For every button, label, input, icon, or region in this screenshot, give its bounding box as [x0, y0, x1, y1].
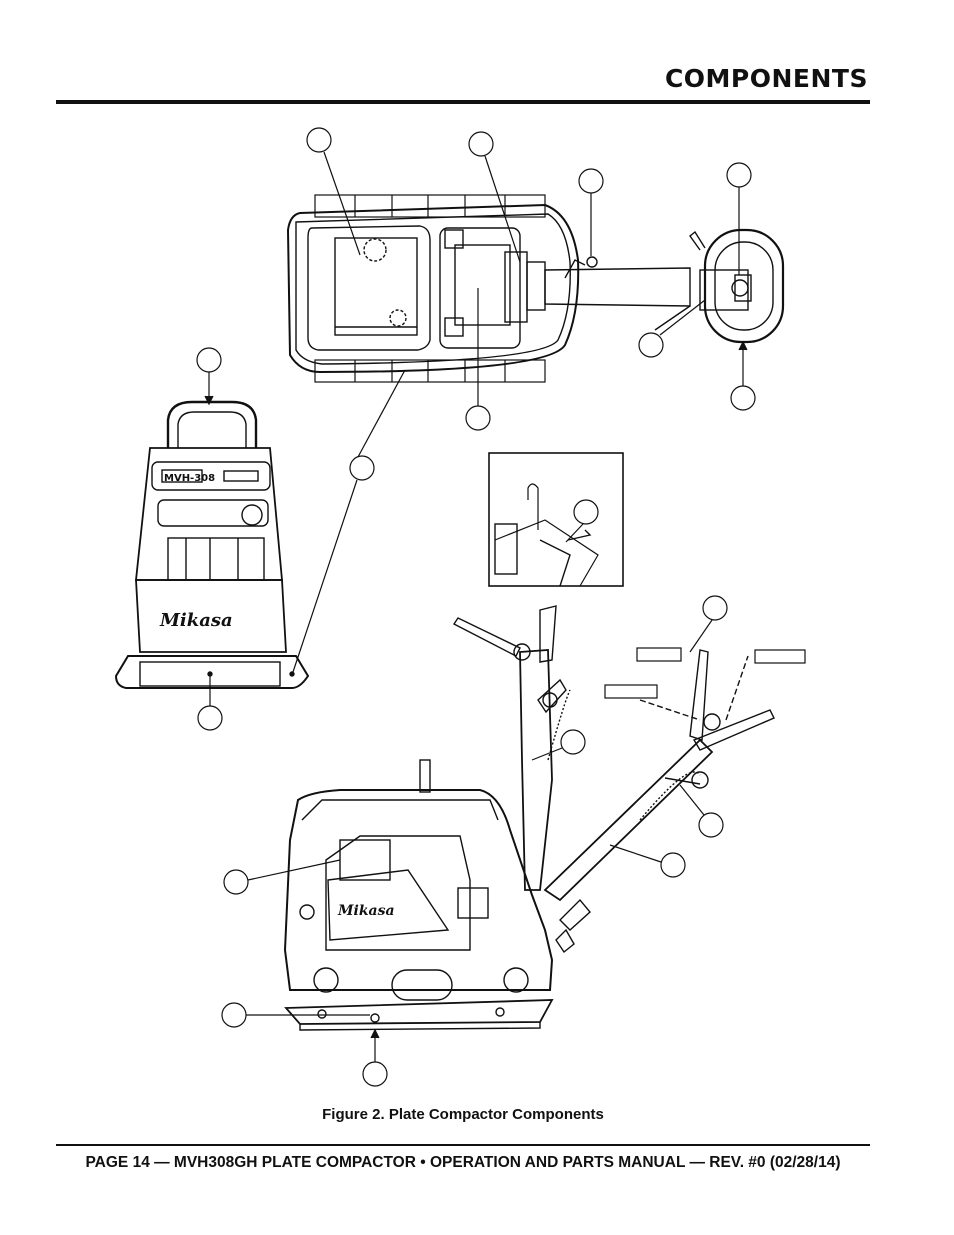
callout-circle: [560, 729, 586, 755]
callout-circle: [221, 1002, 247, 1028]
callout-circle: [702, 595, 728, 621]
callout-circle: [223, 869, 249, 895]
front-model-badge: MVH-308: [164, 473, 215, 484]
callout-circle: [730, 385, 756, 411]
page-footer: PAGE 14 — MVH308GH PLATE COMPACTOR • OPE…: [85, 1154, 841, 1171]
front-view: MVH-308 Mikasa: [114, 400, 310, 689]
side-brand-logo: Mikasa: [337, 903, 395, 919]
side-view: Mikasa: [283, 605, 775, 1031]
inset-detail: [488, 452, 624, 587]
figure-caption: Figure 2. Plate Compactor Components: [322, 1106, 604, 1123]
top-view: [286, 194, 785, 383]
callout-circle: [698, 812, 724, 838]
callout-circle: [362, 1061, 388, 1087]
footer-rule: [56, 1144, 870, 1146]
callout-circle: [349, 455, 375, 481]
callout-circle: [196, 347, 222, 373]
page-title: COMPONENTS: [664, 64, 868, 93]
callout-circle: [573, 499, 599, 525]
label-boxes: [604, 647, 806, 699]
callout-circle: [638, 332, 664, 358]
callout-circle: [197, 705, 223, 731]
callout-circle: [726, 162, 752, 188]
callout-circle: [306, 127, 332, 153]
callout-circle: [468, 131, 494, 157]
callout-circle: [660, 852, 686, 878]
callouts: [196, 127, 756, 1087]
header-rule: [56, 100, 870, 104]
front-brand-logo: Mikasa: [159, 610, 233, 631]
callout-circle: [465, 405, 491, 431]
callout-circle: [578, 168, 604, 194]
